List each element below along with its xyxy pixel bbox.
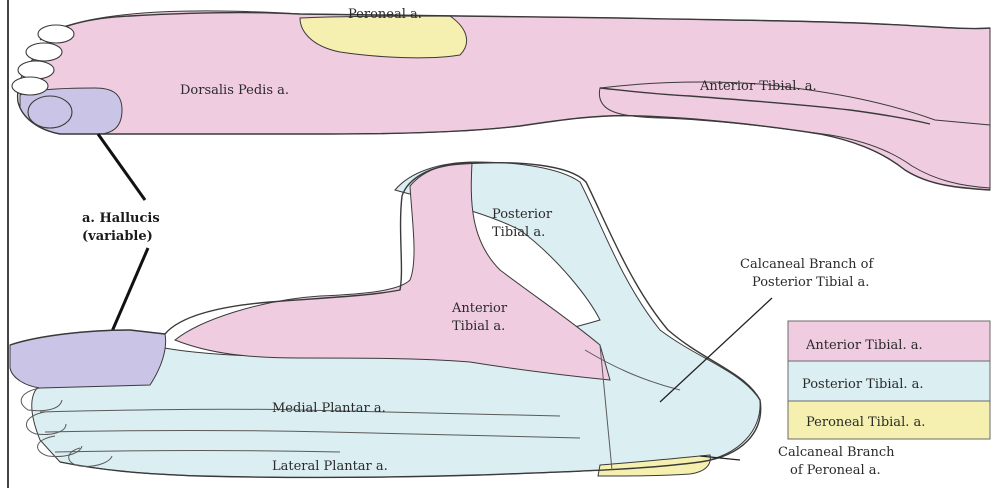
- hallucis-pointer-top: [98, 134, 145, 200]
- toe-2: [12, 77, 48, 95]
- anterior-tibial-top-label: Anterior Tibial. a.: [699, 79, 817, 94]
- toe-5: [38, 25, 74, 43]
- posterior-tibial-label-line1: Posterior: [492, 207, 553, 222]
- calcaneal-peroneal-label-line1: Calcaneal Branch: [778, 445, 895, 460]
- peroneal-label: Peroneal a.: [348, 7, 422, 22]
- calcaneal-peroneal-label-line2: of Peroneal a.: [790, 463, 881, 478]
- calcaneal-posterior-label-line2: Posterior Tibial a.: [752, 275, 869, 290]
- medial-plantar-label: Medial Plantar a.: [272, 401, 386, 416]
- anterior-tibial-side-label-line2: Tibial a.: [452, 319, 505, 334]
- hallucis-callout: a. Hallucis (variable): [82, 134, 160, 350]
- posterior-tibial-label-line2: Tibial a.: [492, 225, 545, 240]
- toe-4: [26, 43, 62, 61]
- hallucis-label-line1: a. Hallucis: [82, 211, 160, 226]
- dorsalis-pedis-label: Dorsalis Pedis a.: [180, 83, 289, 98]
- legend-label-peroneal: Peroneal Tibial. a.: [806, 415, 925, 430]
- calcaneal-posterior-label-line1: Calcaneal Branch of: [740, 257, 874, 272]
- side-foot-view: Posterior Tibial a. Anterior Tibial a. M…: [10, 162, 895, 478]
- legend-label-anterior: Anterior Tibial. a.: [805, 338, 923, 353]
- toe-3: [18, 61, 54, 79]
- legend: Anterior Tibial. a. Posterior Tibial. a.…: [788, 321, 990, 439]
- hallucis-label-line2: (variable): [82, 229, 153, 244]
- anterior-tibial-side-label-line1: Anterior: [451, 301, 508, 316]
- legend-label-posterior: Posterior Tibial. a.: [802, 377, 924, 392]
- lateral-plantar-label: Lateral Plantar a.: [272, 459, 388, 474]
